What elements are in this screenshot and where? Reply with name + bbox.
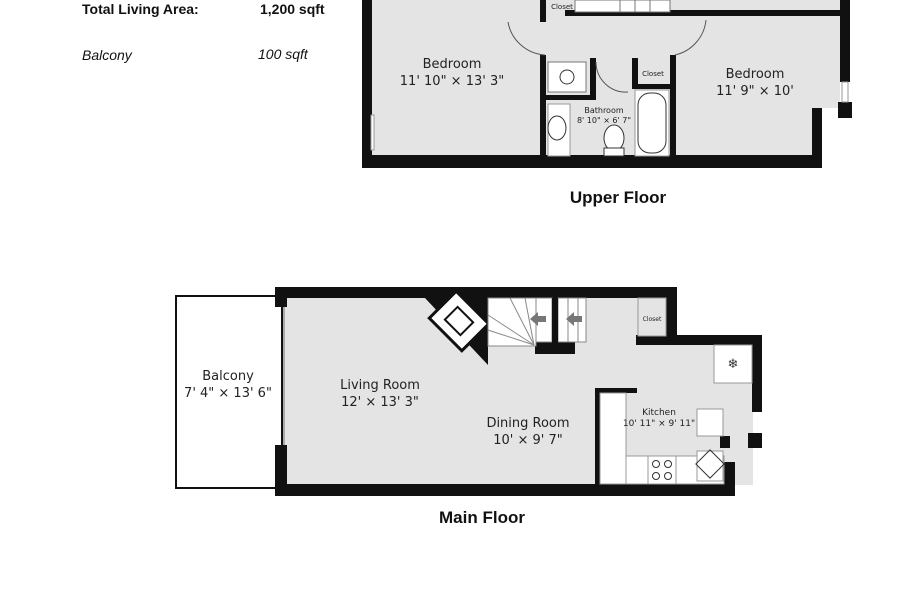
wall [748,433,762,448]
room-name: Bathroom [584,106,624,115]
wall [812,108,822,168]
toilet-icon [603,124,625,152]
wall [540,0,546,22]
dishwasher [696,408,724,437]
wall [595,388,637,393]
wall [723,462,735,496]
room-dimensions: 12' × 13' 3" [341,395,419,410]
wall [546,95,596,100]
wall [636,335,762,345]
arrow-left-icon [566,312,582,326]
wall [666,287,677,345]
upper-floor-plan: Bedroom 11' 10" × 13' 3" Bedroom 11' 9" … [362,0,852,207]
stove [647,455,677,485]
window [841,81,849,103]
room-name: Kitchen [642,408,676,418]
room-dimensions: 7' 4" × 13' 6" [184,386,272,401]
bathtub [634,89,670,157]
wall [362,155,822,168]
sink-icon [695,449,725,479]
wall [752,335,762,412]
wall [670,10,840,16]
room-name: Living Room [340,378,420,393]
sink-icon [547,115,567,141]
room-dimensions: 11' 9" × 10' [716,84,794,99]
wall [275,287,287,307]
wall [670,55,676,158]
snowflake-icon: ❄ [728,356,739,371]
room-name: Closet [643,316,662,323]
door-swing [674,19,707,56]
balcony-area-label: Balcony [82,47,132,63]
wall [632,84,676,89]
room-dimensions: 8' 10" × 6' 7" [577,116,631,125]
stairs [574,0,671,13]
window [370,114,375,151]
wall [720,436,730,448]
room-name: Balcony [202,369,254,384]
total-living-area-value: 1,200 sqft [260,1,325,17]
room-name: Dining Room [486,416,569,431]
sliding-door [283,307,285,445]
main-floor-plan: ❄ Balcony 7' 4" × 13' 6" Living Room 12'… [175,287,762,527]
room-name: Bedroom [423,57,482,72]
closet [637,297,667,337]
wall [838,102,852,118]
vanity [547,103,571,157]
washer [547,61,587,93]
room-dimensions: 10' × 9' 7" [493,433,563,448]
wall [275,484,735,496]
room-name: Closet [551,3,573,11]
door-swing [595,61,629,93]
wall [840,0,850,82]
wall [590,58,596,100]
arrow-left-icon [530,312,546,326]
room-name: Closet [642,70,664,78]
wall [632,58,638,88]
room-name: Bedroom [726,67,785,82]
wall [362,0,372,168]
total-living-area-label: Total Living Area: [82,1,199,17]
wall [535,342,575,354]
stove-burners-icon [652,460,672,480]
balcony-area [175,295,283,489]
washer-drum-icon [559,69,575,85]
wall [552,298,558,344]
refrigerator [713,344,753,384]
counter [599,392,627,485]
wall [565,10,675,16]
upper-floor-title: Upper Floor [570,188,667,207]
balcony-area-value: 100 sqft [258,46,308,62]
wall [595,388,600,484]
wall [540,55,546,158]
door-swing [507,21,546,56]
wall [275,287,677,298]
room-dimensions: 10' 11" × 9' 11" [623,419,695,429]
room-dimensions: 11' 10" × 13' 3" [400,74,504,89]
main-floor-title: Main Floor [439,508,525,527]
wall [275,445,287,496]
